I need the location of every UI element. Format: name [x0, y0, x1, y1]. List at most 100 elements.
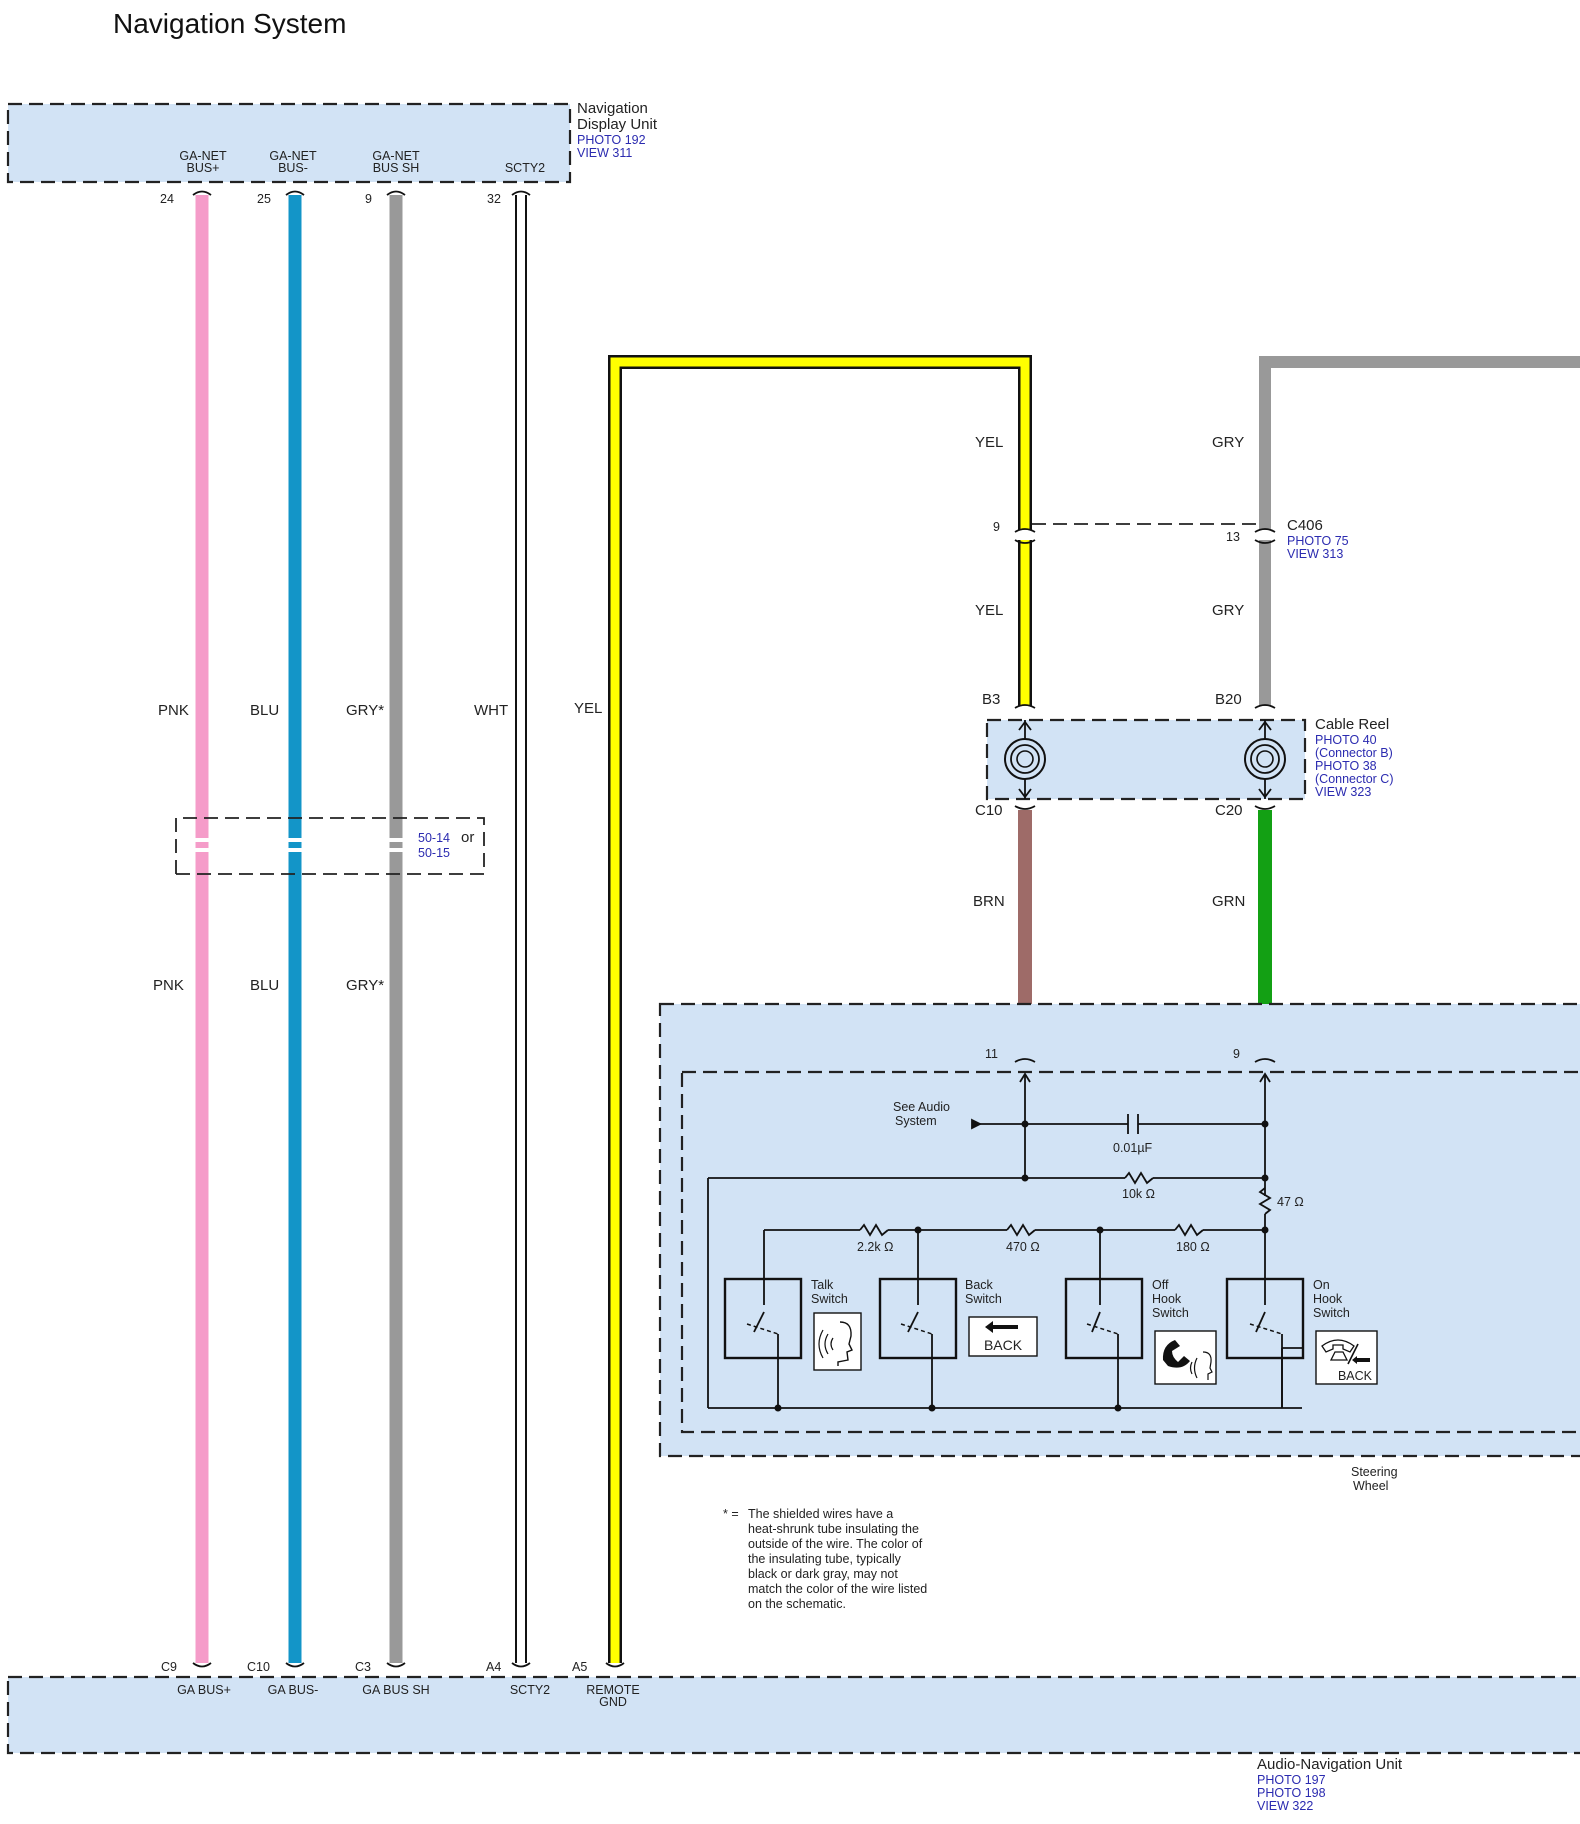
steering-wheel-pin-9: 9 [1233, 1047, 1240, 1061]
resistor-2-2k-label: 2.2k Ω [857, 1240, 893, 1254]
see-audio-line1: See Audio [893, 1100, 950, 1114]
c406-name: C406 [1287, 517, 1323, 534]
cable-reel-coil-icon-right [1244, 720, 1286, 799]
see-audio-line2: System [895, 1114, 937, 1128]
steering-wheel-name1: Steering [1351, 1465, 1398, 1479]
joint-connector-ref1: 50-14 [418, 831, 450, 845]
footnote-line: match the color of the wire listed [748, 1582, 927, 1596]
talk-switch-label1: Talk [811, 1278, 834, 1292]
pin-label-ganet-bussh-1: GA-NET [372, 149, 420, 163]
pin-number-25: 25 [257, 192, 271, 206]
audio-nav-pin-a4: A4 [486, 1660, 501, 1674]
audio-nav-pin-a5: A5 [572, 1660, 587, 1674]
wire-label-gry-lower: GRY* [346, 977, 384, 994]
wire-label-gry-c406-lower: GRY [1212, 602, 1244, 619]
back-switch-label2: Switch [965, 1292, 1002, 1306]
audio-nav-pin-c10: C10 [247, 1660, 270, 1674]
footnote-star: * = [723, 1507, 739, 1521]
audio-nav-label-ga-busplus: GA BUS+ [177, 1683, 231, 1697]
cable-reel-pin-b20: B20 [1215, 691, 1242, 708]
steering-wheel-pin-11: 11 [985, 1047, 998, 1061]
audio-nav-label-ga-bussh: GA BUS SH [362, 1683, 429, 1697]
footnote-line: outside of the wire. The color of [748, 1537, 923, 1551]
pin-label-ganet-busplus-1: GA-NET [179, 149, 227, 163]
wire-label-yel-c406-upper: YEL [975, 434, 1003, 451]
off-hook-phone-icon [1154, 1330, 1217, 1385]
on-hook-phone-back-icon: BACK [1315, 1330, 1378, 1385]
audio-nav-unit-photo2: PHOTO 198 [1257, 1786, 1326, 1800]
pin-label-ganet-bussh-2: BUS SH [373, 161, 420, 175]
back-switch-label1: Back [965, 1278, 994, 1292]
audio-nav-unit-view: VIEW 322 [1257, 1799, 1313, 1813]
footnote-line: the insulating tube, typically [748, 1552, 902, 1566]
cable-reel-line4: (Connector C) [1315, 772, 1394, 786]
steering-wheel-switch-module [680, 1070, 1580, 1434]
back-arrow-icon: BACK [968, 1316, 1038, 1357]
wire-label-pnk-upper: PNK [158, 702, 189, 719]
nav-display-unit-name2: Display Unit [577, 116, 658, 133]
pin-label-scty2: SCTY2 [505, 161, 545, 175]
wire-label-pnk-lower: PNK [153, 977, 184, 994]
cable-reel-terminals [1014, 704, 1276, 810]
cable-reel-line3: PHOTO 38 [1315, 759, 1377, 773]
cable-reel-pin-c20: C20 [1215, 802, 1243, 819]
back-icon-text: BACK [984, 1337, 1023, 1353]
cable-reel-name: Cable Reel [1315, 716, 1389, 733]
on-hook-switch-label1: On [1313, 1278, 1330, 1292]
pin-label-ganet-busplus-2: BUS+ [186, 161, 219, 175]
cable-reel-line1: PHOTO 40 [1315, 733, 1377, 747]
on-hook-switch-label3: Switch [1313, 1306, 1350, 1320]
pin-label-ganet-busminus-2: BUS- [278, 161, 308, 175]
off-hook-switch [1064, 1277, 1144, 1360]
joint-connector-box [175, 817, 485, 875]
wire-label-yel-c406-lower: YEL [975, 602, 1003, 619]
wire-label-blu-upper: BLU [250, 702, 279, 719]
wire-yel [608, 355, 1032, 1663]
on-hook-switch [1225, 1277, 1305, 1360]
audio-nav-label-remote: REMOTE [586, 1683, 639, 1697]
talk-voice-icon [813, 1312, 862, 1371]
footnote-line: heat-shrunk tube insulating the [748, 1522, 919, 1536]
c406-terminals [1014, 528, 1276, 544]
joint-connector-breaks [193, 838, 405, 852]
wire-label-gry-upper: GRY* [346, 702, 384, 719]
steering-wheel-name2: Wheel [1353, 1479, 1388, 1493]
cable-reel-line5: VIEW 323 [1315, 785, 1371, 799]
back-switch [878, 1277, 958, 1360]
audio-nav-unit-box [6, 1675, 1580, 1755]
audio-nav-label-ga-busminus: GA BUS- [268, 1683, 319, 1697]
resistor-470-label: 470 Ω [1006, 1240, 1040, 1254]
cable-reel-coil-icon-left [1004, 720, 1046, 799]
pin-number-24: 24 [160, 192, 174, 206]
nav-unit-terminal-caps [192, 190, 531, 196]
audio-nav-unit-terminal-caps [192, 1662, 625, 1668]
resistor-180-label: 180 Ω [1176, 1240, 1210, 1254]
page-title: Navigation System [113, 8, 346, 39]
c406-pin-13: 13 [1226, 530, 1240, 544]
footnote-line: on the schematic. [748, 1597, 846, 1611]
nav-display-unit-name1: Navigation [577, 100, 648, 117]
wire-gry-right [1259, 356, 1580, 706]
nav-display-unit-view: VIEW 311 [577, 146, 632, 160]
on-hook-switch-label2: Hook [1313, 1292, 1343, 1306]
wire-label-grn: GRN [1212, 893, 1245, 910]
off-hook-switch-label2: Hook [1152, 1292, 1182, 1306]
pin-label-ganet-busminus-1: GA-NET [269, 149, 317, 163]
c406-photo: PHOTO 75 [1287, 534, 1349, 548]
joint-connector-or: or [461, 829, 474, 846]
audio-nav-pin-c3: C3 [355, 1660, 371, 1674]
nav-display-unit-box [6, 102, 572, 184]
audio-nav-label-gnd: GND [599, 1695, 627, 1709]
c406-view: VIEW 313 [1287, 547, 1343, 561]
audio-nav-unit-name: Audio-Navigation Unit [1257, 1756, 1403, 1773]
c406-pin-9: 9 [993, 520, 1000, 534]
capacitor-label: 0.01µF [1113, 1141, 1153, 1155]
steering-wheel-terminals [1014, 1058, 1276, 1063]
wire-label-wht: WHT [474, 702, 508, 719]
wire-label-yel-left: YEL [574, 700, 602, 717]
audio-nav-unit-photo1: PHOTO 197 [1257, 1773, 1326, 1787]
talk-switch [723, 1277, 803, 1360]
resistor-47-label: 47 Ω [1277, 1195, 1304, 1209]
cable-reel-line2: (Connector B) [1315, 746, 1393, 760]
